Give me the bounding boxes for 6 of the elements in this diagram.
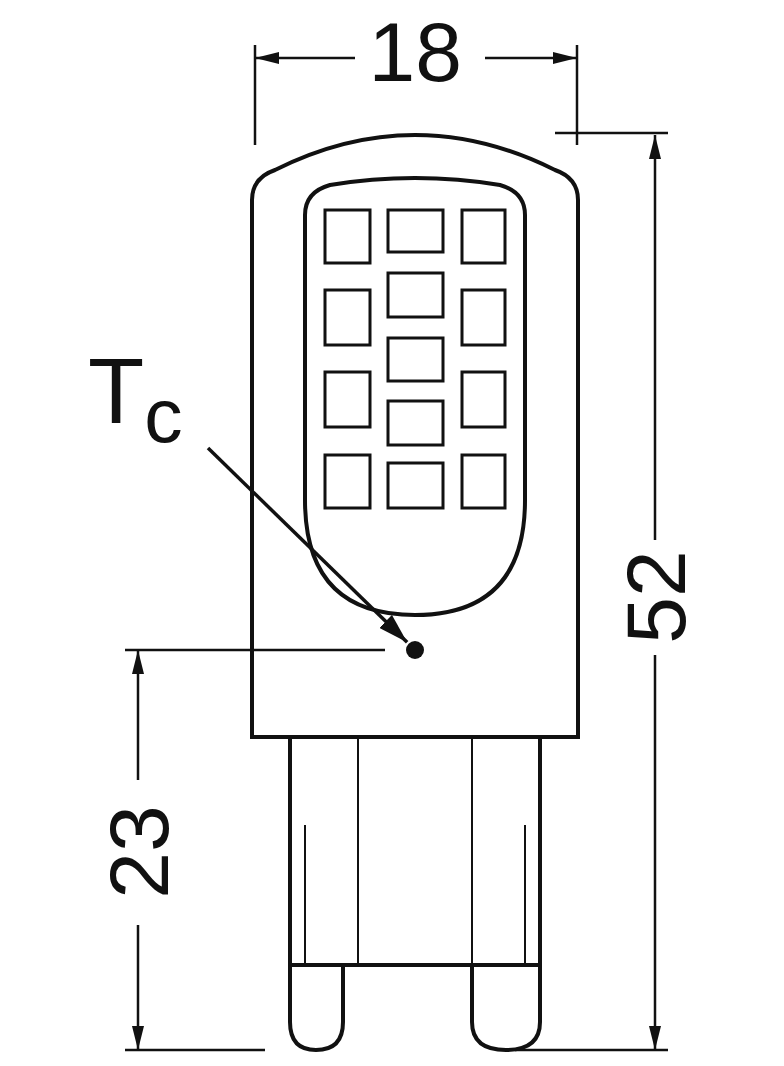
dimension-value: 52 xyxy=(613,550,698,644)
leader-line xyxy=(206,446,409,644)
dimension-value: 23 xyxy=(96,805,181,899)
dimension-value: 18 xyxy=(368,10,462,94)
callout-label: T$_{c}$ xyxy=(88,345,183,456)
measuring-point-dot xyxy=(406,641,424,659)
